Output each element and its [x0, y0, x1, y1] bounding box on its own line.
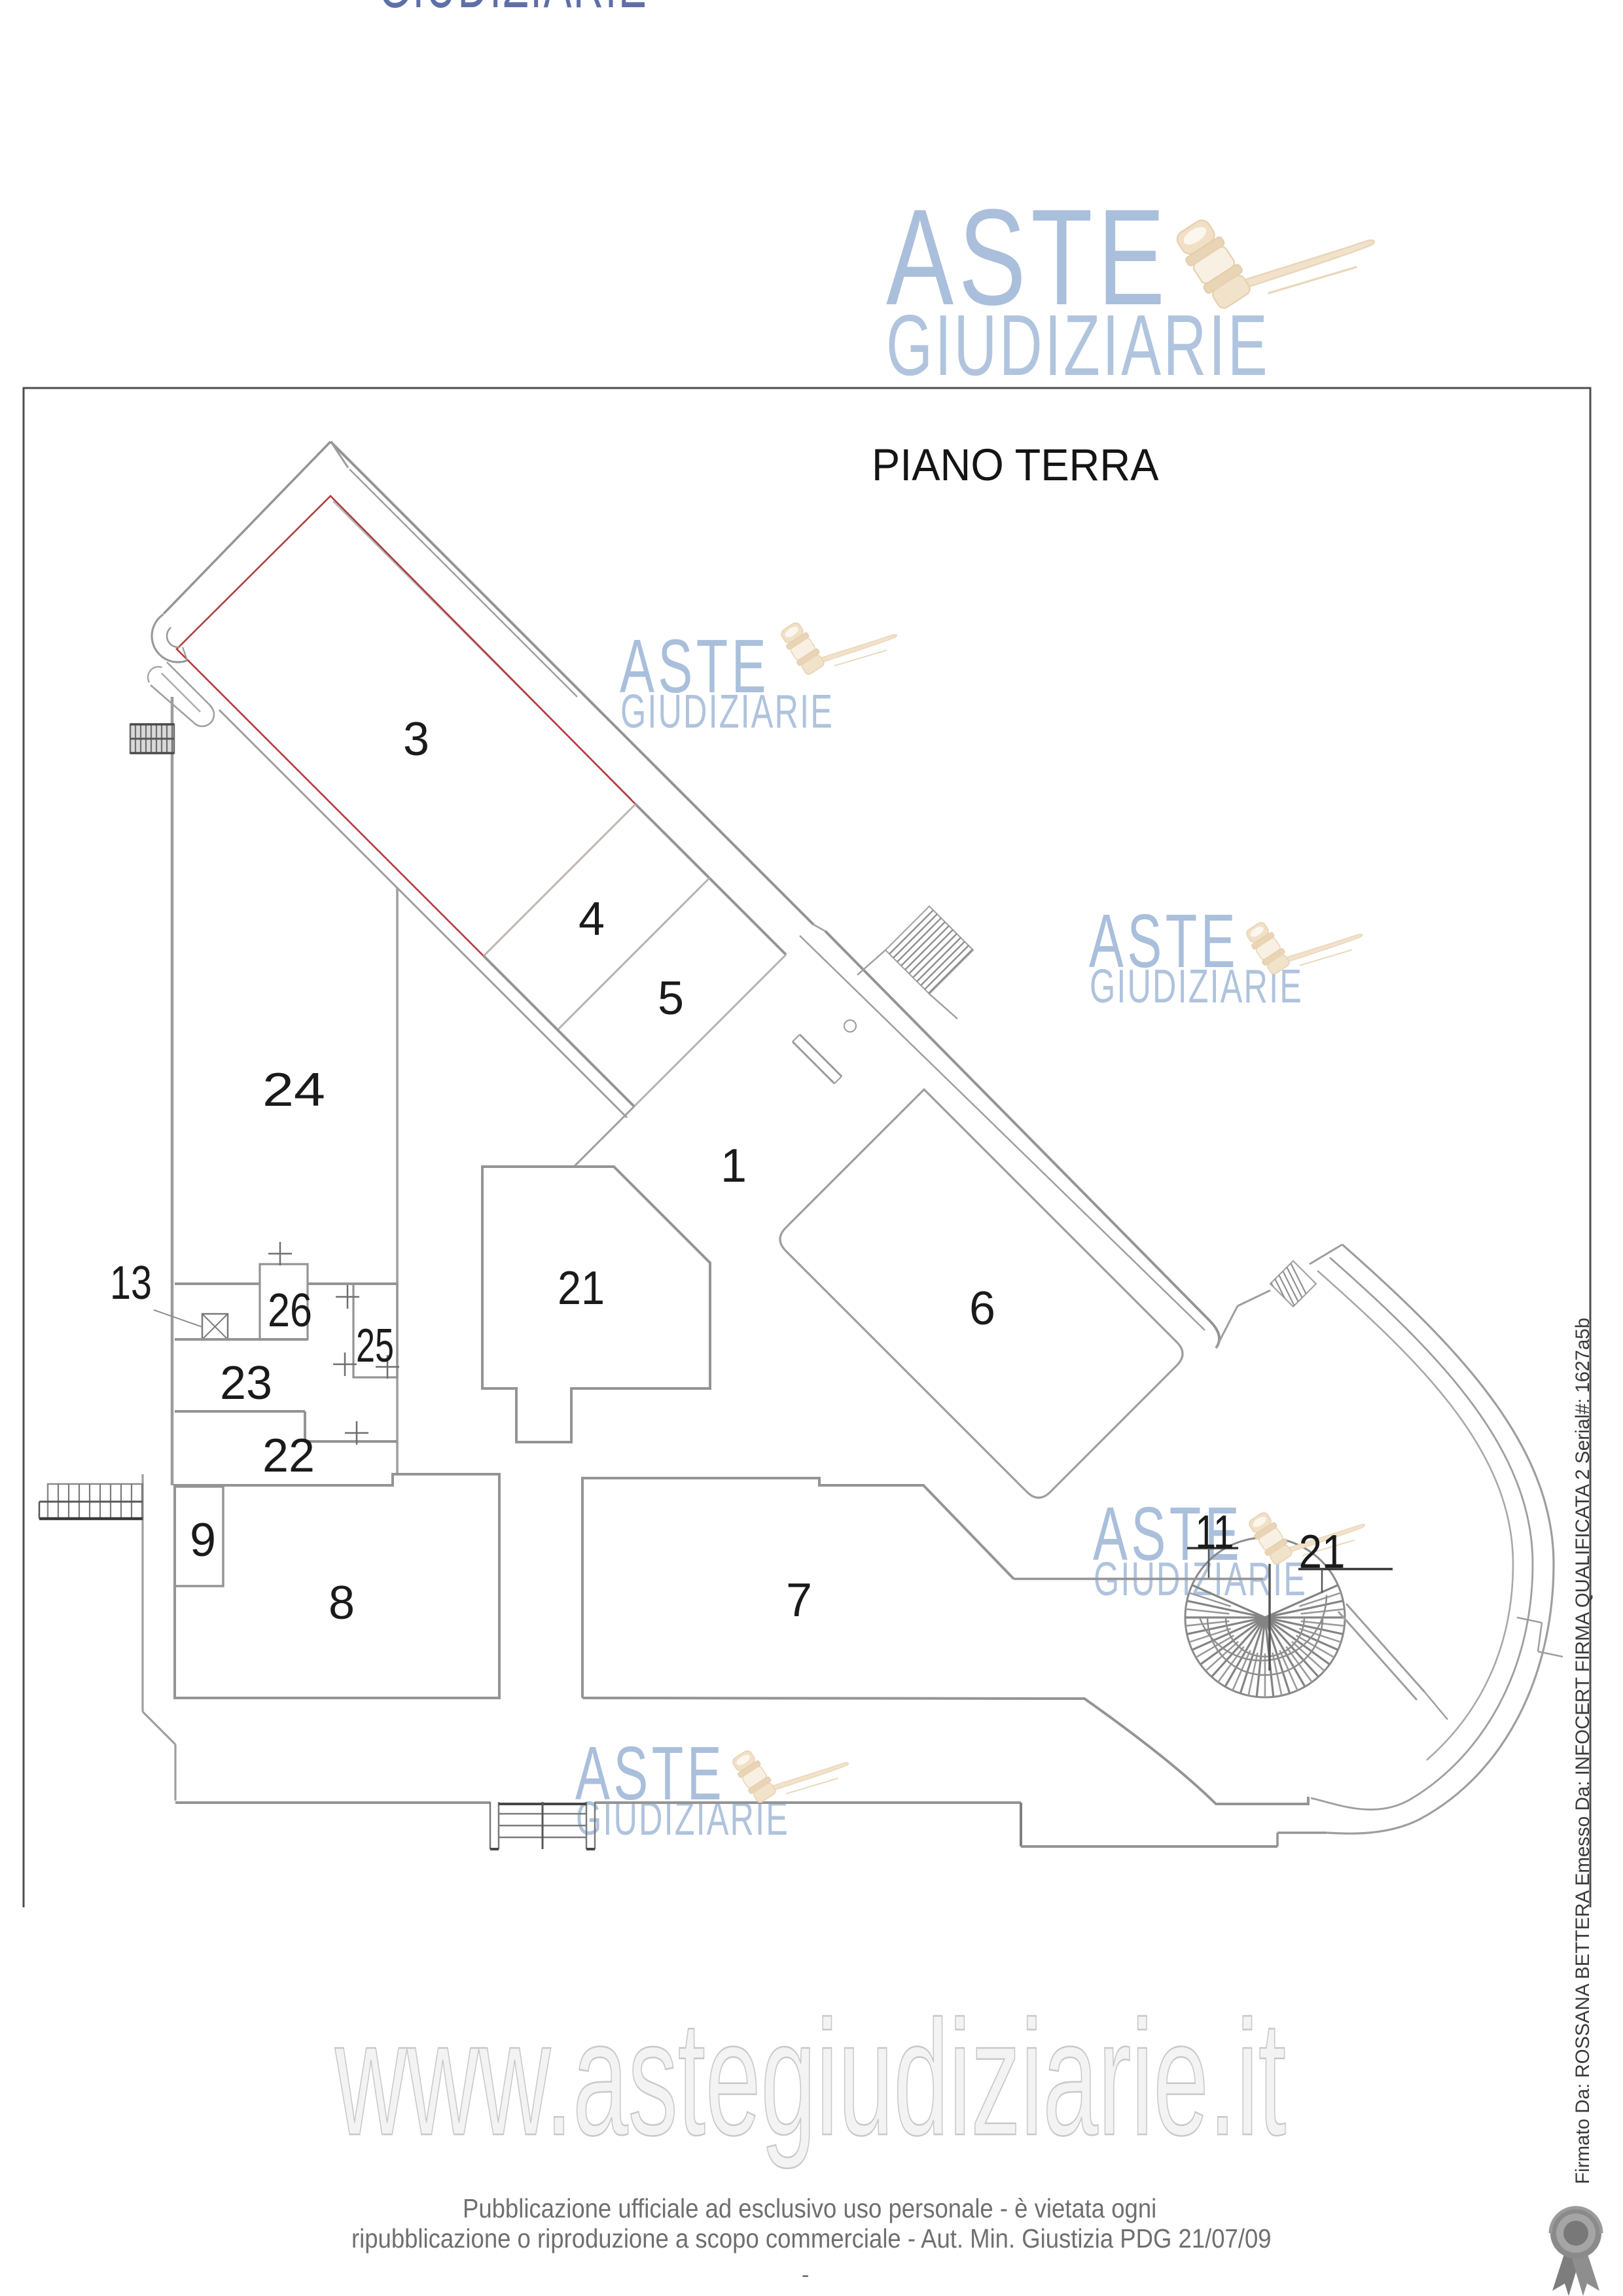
svg-text:22: 22	[262, 1430, 315, 1482]
svg-text:7: 7	[786, 1574, 812, 1627]
svg-text:9: 9	[190, 1514, 216, 1566]
svg-text:1: 1	[721, 1140, 747, 1192]
svg-text:13: 13	[110, 1257, 152, 1309]
svg-text:21: 21	[1299, 1526, 1346, 1578]
svg-text:24: 24	[262, 1064, 325, 1116]
svg-text:5: 5	[658, 972, 684, 1025]
svg-text:26: 26	[268, 1284, 312, 1337]
svg-text:6: 6	[969, 1282, 995, 1335]
svg-text:21: 21	[558, 1262, 605, 1315]
svg-text:23: 23	[220, 1357, 272, 1409]
svg-text:11: 11	[1196, 1506, 1234, 1559]
svg-text:8: 8	[329, 1577, 355, 1629]
svg-text:25: 25	[356, 1320, 394, 1372]
svg-text:4: 4	[579, 893, 605, 945]
svg-text:3: 3	[403, 713, 429, 766]
